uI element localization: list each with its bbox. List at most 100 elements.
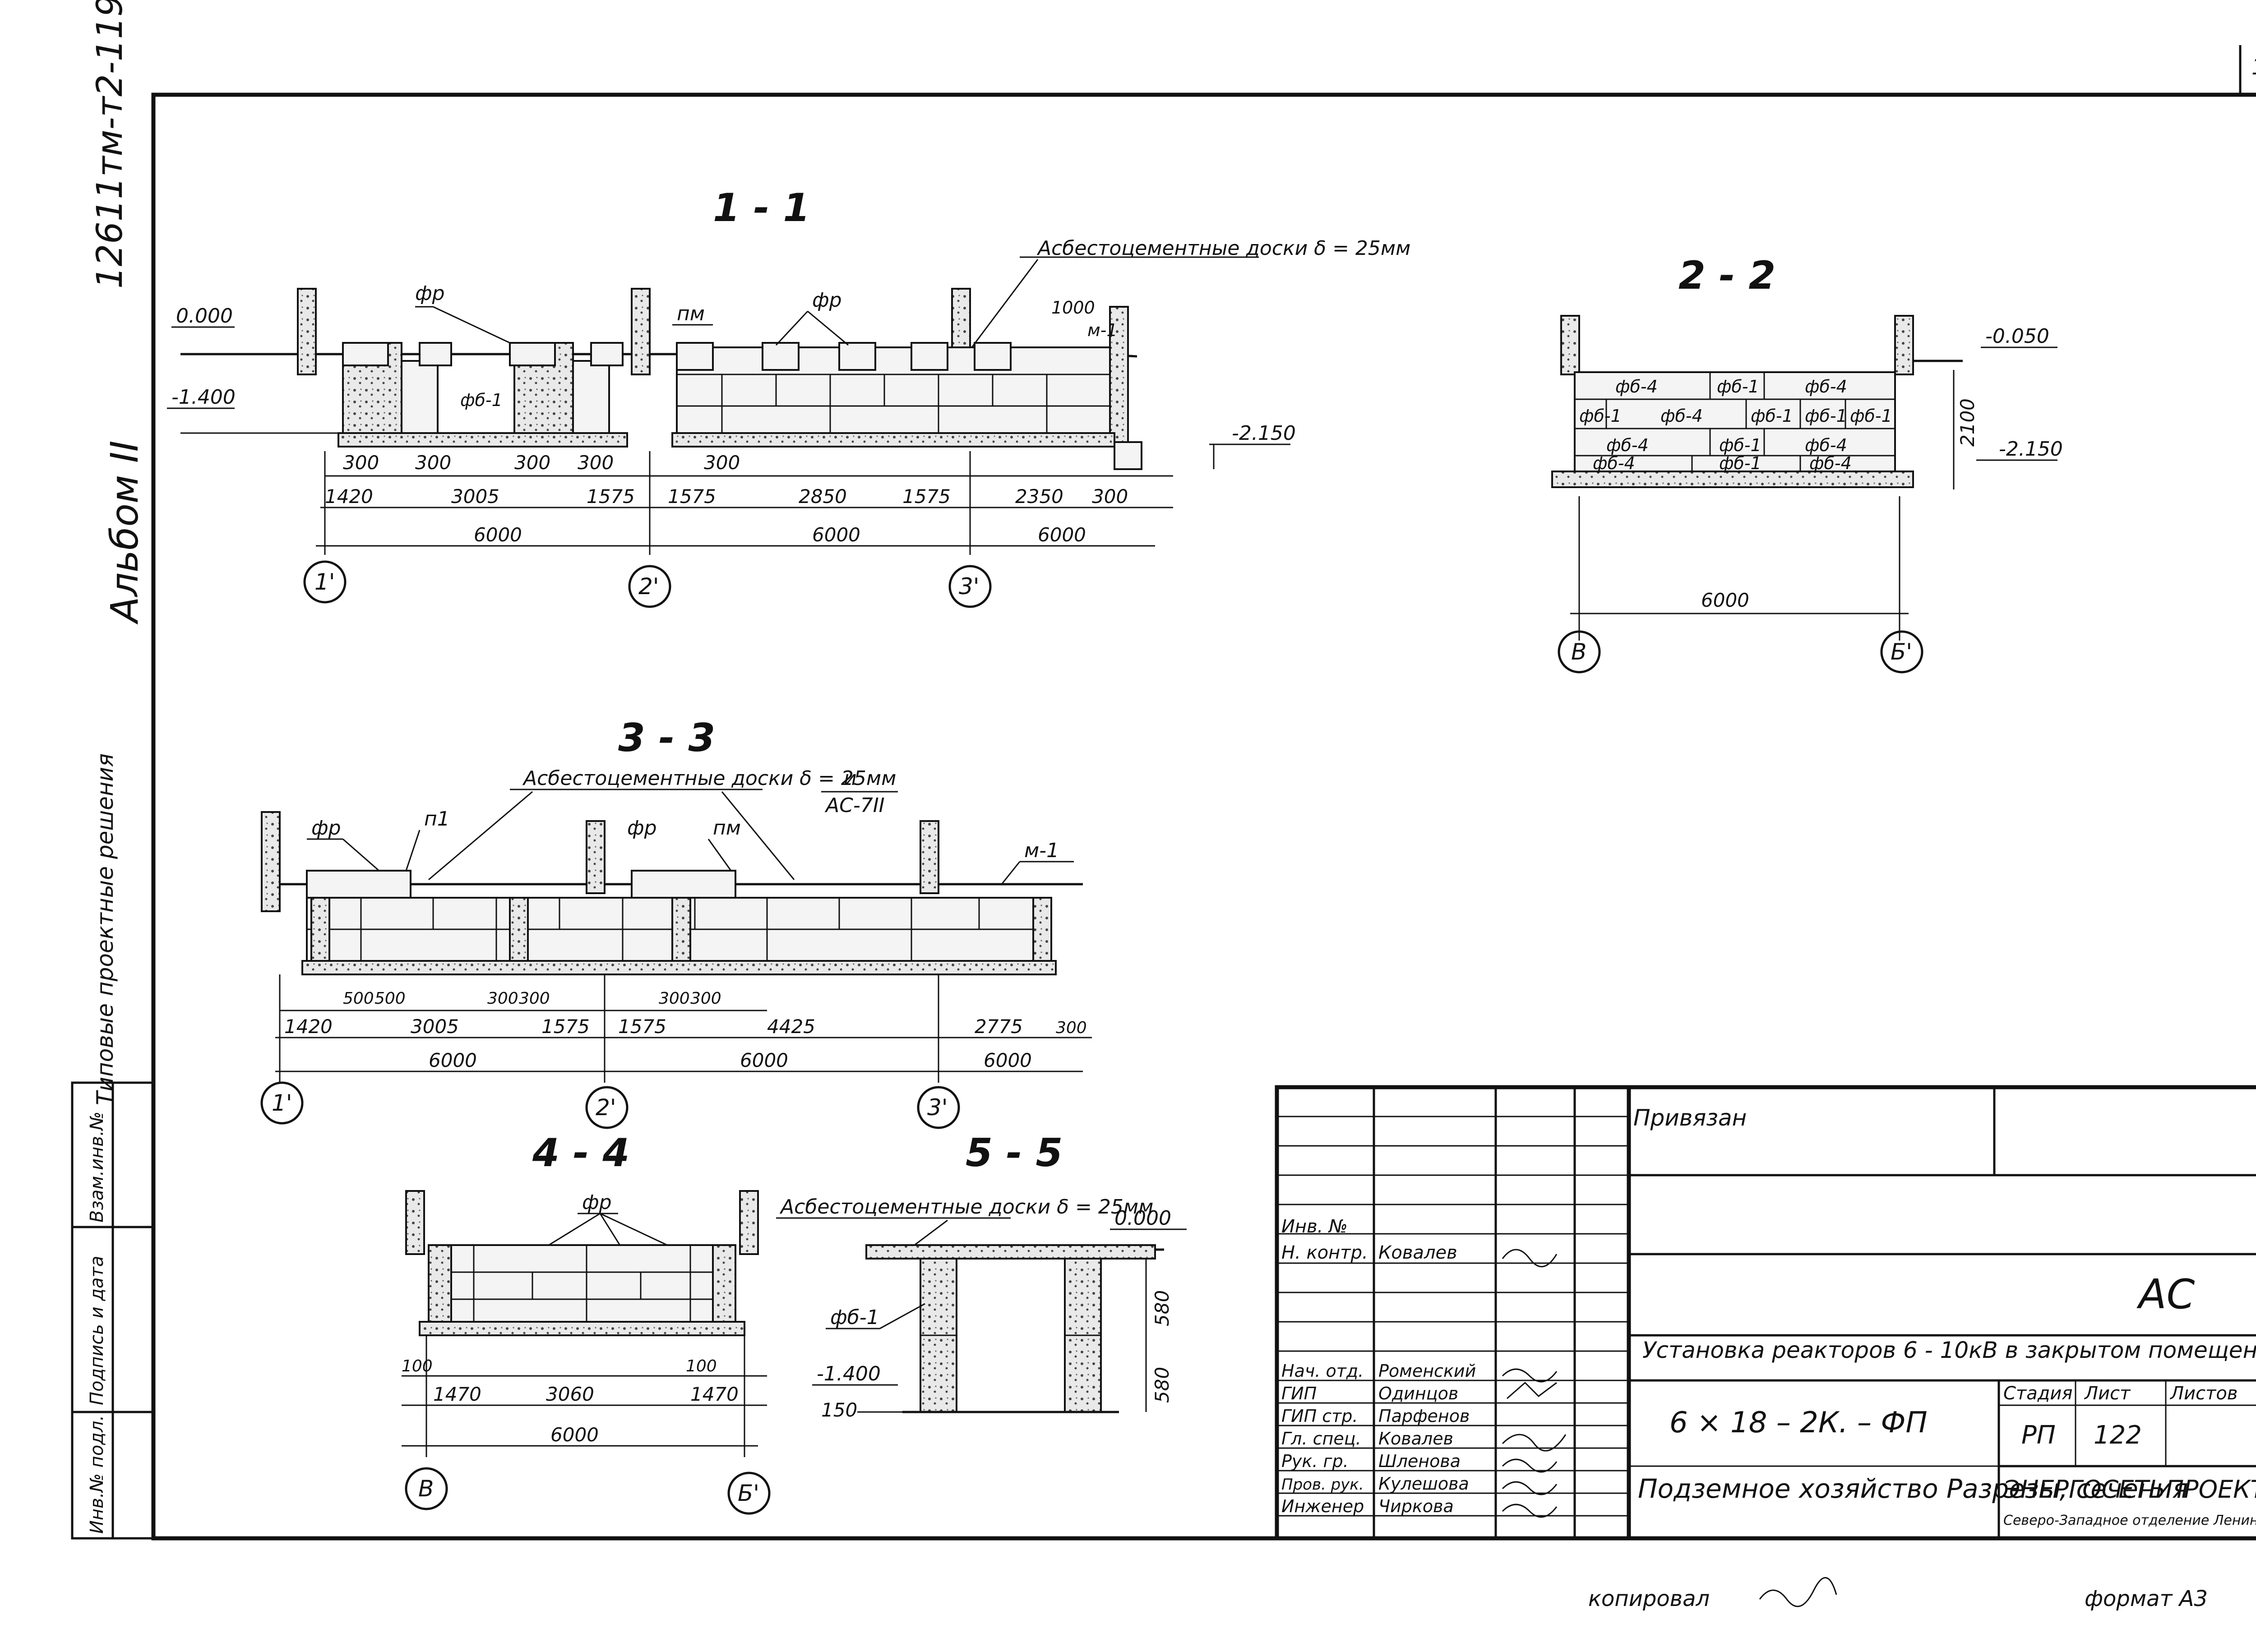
svg-text:Шленова: Шленова	[1378, 1451, 1461, 1471]
svg-text:2350: 2350	[1015, 485, 1063, 508]
tb-stage: РП	[2021, 1421, 2056, 1450]
svg-text:1470: 1470	[433, 1383, 481, 1405]
s11-level-0000: 0.000	[176, 305, 233, 328]
svg-text:фб-4: фб-4	[1809, 453, 1852, 473]
s22-level-0050: -0.050	[1985, 325, 2049, 348]
s44-label-fr: фр	[582, 1191, 612, 1214]
svg-text:300: 300	[519, 989, 550, 1008]
svg-text:фб-1: фб-1	[1719, 435, 1761, 455]
section-5-5-note: Асбестоцементные доски δ = 25мм	[779, 1195, 1153, 1218]
section-5-5: 5 - 5 Асбестоцементные доски δ = 25мм 0.…	[776, 1131, 1187, 1421]
svg-text:2775: 2775	[975, 1015, 1023, 1038]
svg-text:300: 300	[704, 452, 740, 474]
svg-text:Одинцов: Одинцов	[1378, 1384, 1458, 1403]
svg-text:Ковалев: Ковалев	[1378, 1429, 1453, 1449]
section-1-1-note: Асбестоцементные доски δ = 25мм	[1036, 237, 1410, 260]
s11-label-1000: 1000	[1051, 298, 1095, 318]
svg-text:Пров. рук.: Пров. рук.	[1281, 1476, 1364, 1494]
svg-text:Гл. спец.: Гл. спец.	[1281, 1429, 1361, 1449]
svg-text:4425: 4425	[767, 1015, 815, 1038]
svg-text:300: 300	[487, 989, 518, 1008]
s55-level-1400: -1.400	[817, 1362, 881, 1385]
svg-text:300: 300	[578, 452, 614, 474]
tb-designation: 6 × 18 – 2К. – ФП	[1669, 1406, 1928, 1440]
svg-text:Чиркова: Чиркова	[1378, 1496, 1454, 1516]
svg-text:300: 300	[1092, 485, 1128, 508]
svg-text:1575: 1575	[541, 1015, 590, 1038]
section-3-3: 3 - 3 Асбестоцементные доски δ = 25мм фр…	[260, 715, 1092, 1129]
s33-label-pm: пм	[713, 817, 741, 840]
svg-text:1575: 1575	[668, 485, 716, 508]
svg-text:фб-4: фб-4	[1615, 377, 1658, 397]
svg-text:фб-4: фб-4	[1660, 406, 1703, 426]
tb-inv: Инв. №	[1281, 1216, 1348, 1237]
tb-stage-header: Стадия	[2003, 1383, 2072, 1404]
section-2-2: 2 - 2 -0.050 фб-4 фб-1 фб-4 фб-1 фб-4 фб…	[1551, 253, 2063, 674]
album-label: Альбом II	[102, 441, 147, 625]
svg-text:Кулешова: Кулешова	[1378, 1474, 1469, 1494]
svg-text:6000: 6000	[984, 1049, 1032, 1071]
section-4-4: 4 - 4 фр 100 100 1470 3060 1470 6000 В Б…	[402, 1131, 771, 1515]
s11-label-pm: пм	[677, 302, 705, 325]
svg-text:В: В	[418, 1476, 434, 1502]
svg-text:1420: 1420	[284, 1015, 333, 1038]
tb-sheet-header: Лист	[2084, 1383, 2131, 1404]
svg-text:1575: 1575	[587, 485, 635, 508]
svg-text:Инженер: Инженер	[1281, 1496, 1364, 1516]
document-number: 12611тм-т2-119	[90, 0, 130, 289]
svg-text:Нач. отд.: Нач. отд.	[1281, 1361, 1364, 1381]
svg-text:фб-1: фб-1	[1850, 406, 1892, 426]
svg-text:100: 100	[686, 1357, 717, 1375]
s11-level-1400: -1.400	[171, 386, 236, 409]
s33-label-m1: м-1	[1024, 839, 1059, 862]
svg-text:6000: 6000	[812, 524, 860, 546]
tb-privyazan: Привязан	[1633, 1105, 1747, 1131]
tb-org: ЭНЕРГОСЕТЬПРОЕКТ	[2003, 1475, 2256, 1504]
svg-text:Б': Б'	[738, 1480, 759, 1506]
stamp-vzam: Взам.инв.№	[87, 1112, 107, 1223]
svg-text:500: 500	[343, 989, 374, 1008]
tb-code: АС	[2136, 1271, 2195, 1318]
svg-text:300: 300	[415, 452, 451, 474]
svg-text:6000: 6000	[429, 1049, 477, 1071]
s55-level-0000: 0.000	[1114, 1207, 1171, 1230]
tb-sheet-title: Подземное хозяйство Разрезы, сечения	[1638, 1473, 2188, 1504]
svg-text:3005: 3005	[451, 485, 499, 508]
s11-level-2150: -2.150	[1232, 422, 1296, 445]
s11-label-fb1: фб-1	[460, 390, 503, 410]
svg-text:300: 300	[659, 989, 690, 1008]
svg-text:300: 300	[514, 452, 550, 474]
svg-text:300: 300	[690, 989, 721, 1008]
s55-dim-580-bottom: 580	[1151, 1367, 1173, 1403]
tb-sheet: 122	[2094, 1421, 2142, 1450]
svg-text:6000: 6000	[1038, 524, 1086, 546]
section-3-3-title: 3 - 3	[618, 715, 715, 761]
svg-text:Парфенов: Парфенов	[1378, 1406, 1470, 1426]
svg-text:В: В	[1571, 639, 1586, 665]
stamp-inv-podl: Инв.№ подл.	[87, 1415, 107, 1534]
s11-label-m1: м-1	[1087, 320, 1118, 340]
s33-label-p1: п1	[424, 808, 450, 831]
svg-text:ГИП стр.: ГИП стр.	[1281, 1406, 1358, 1426]
svg-text:100: 100	[402, 1357, 433, 1375]
svg-text:3': 3'	[927, 1094, 948, 1121]
svg-text:1420: 1420	[325, 485, 373, 508]
svg-text:фб-1: фб-1	[1805, 406, 1847, 426]
section-1-1: 1 - 1 Асбестоцементные доски δ = 25мм	[167, 185, 1410, 608]
s22-height: 2100	[1956, 398, 1979, 447]
section-2-2-title: 2 - 2	[1678, 253, 1775, 298]
title-block: Привязан Инв. № Н. контр. Ковалев Нач. о…	[1275, 1085, 2256, 1541]
s11-label-fr-1: фр	[415, 282, 445, 305]
svg-text:Рук. гр.: Рук. гр.	[1281, 1451, 1349, 1471]
svg-text:2': 2'	[596, 1094, 616, 1121]
svg-text:6000: 6000	[550, 1424, 599, 1446]
section-4-4-title: 4 - 4	[532, 1131, 629, 1176]
svg-text:1575: 1575	[618, 1015, 666, 1038]
s55-dim-150: 150	[821, 1399, 857, 1421]
s33-label-fr-1: фр	[311, 817, 341, 840]
s22-width: 6000	[1701, 589, 1749, 611]
svg-text:фб-1: фб-1	[1751, 406, 1793, 426]
svg-text:фб-1: фб-1	[1579, 406, 1622, 426]
svg-text:ГИП: ГИП	[1281, 1384, 1317, 1403]
